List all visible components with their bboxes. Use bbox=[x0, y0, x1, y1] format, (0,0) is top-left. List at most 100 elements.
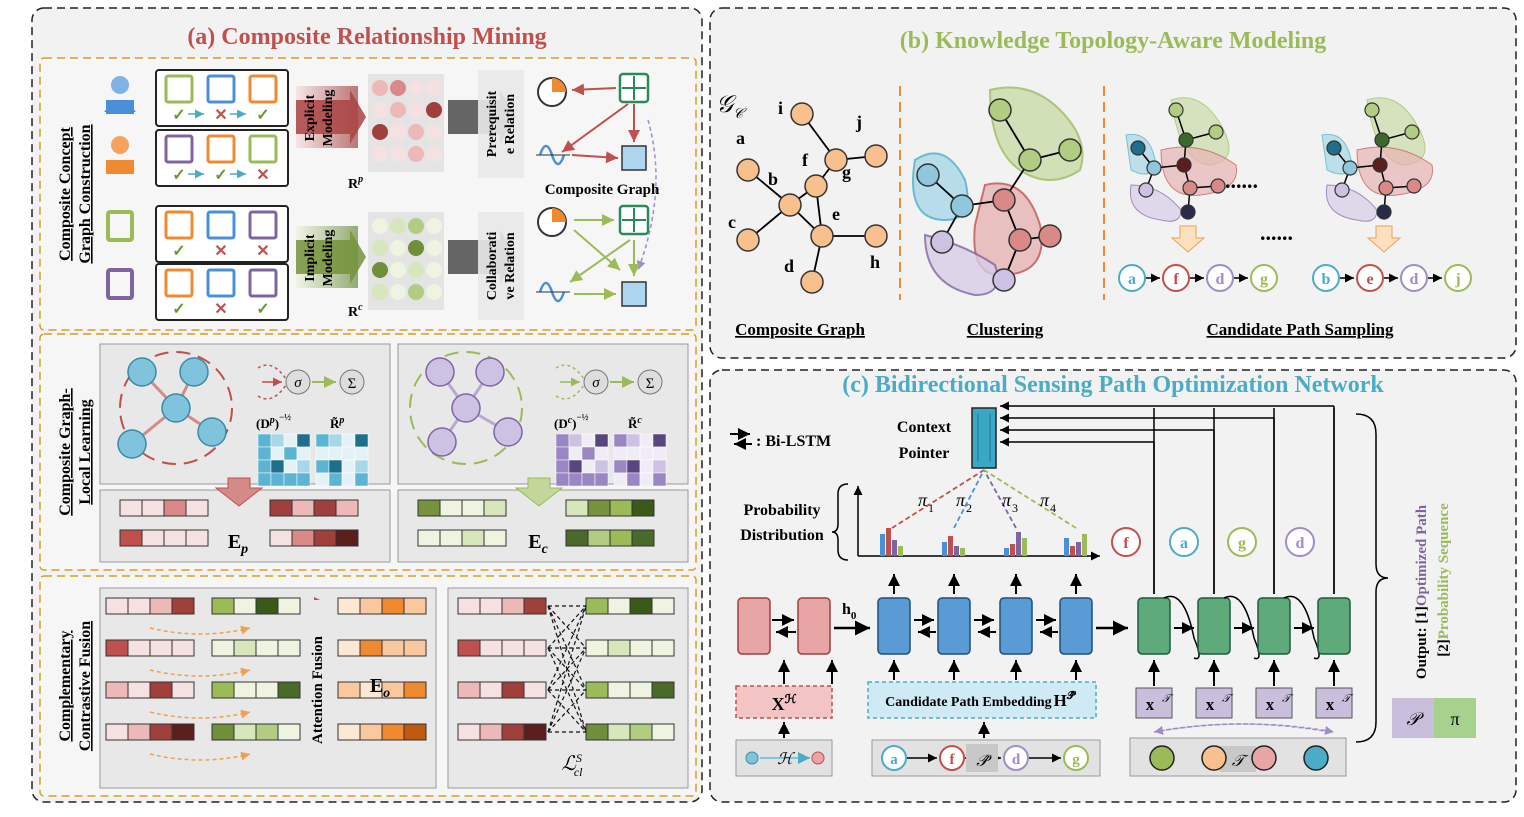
embedding-cell bbox=[439, 529, 463, 547]
embedding-cell bbox=[457, 597, 481, 615]
svg-text:Explicit: Explicit bbox=[303, 94, 318, 141]
embedding-cell bbox=[585, 597, 609, 615]
explicit-modeling-block: Explicit Modeling bbox=[296, 86, 366, 148]
embedding-cell bbox=[233, 597, 257, 615]
embedding-cell bbox=[337, 597, 361, 615]
heat-cell bbox=[626, 472, 641, 487]
graph-node-label: i bbox=[778, 98, 783, 118]
prob-bar bbox=[1022, 538, 1027, 556]
embedding-cell bbox=[277, 597, 301, 615]
embedding-cell bbox=[313, 499, 337, 517]
contrast-link bbox=[547, 605, 587, 649]
svg-text:Complementary: Complementary bbox=[57, 630, 74, 741]
path-node-label: b bbox=[1322, 271, 1331, 288]
book-icon-green bbox=[106, 210, 134, 242]
heatmap-rtilde-p bbox=[315, 433, 369, 487]
embedding-cell bbox=[403, 639, 427, 657]
svg-text:Composite Concept: Composite Concept bbox=[57, 126, 74, 260]
lstm-cell bbox=[797, 597, 831, 655]
sample-node bbox=[1138, 182, 1154, 198]
pointer-line bbox=[983, 469, 1077, 529]
sample-node bbox=[1208, 124, 1224, 140]
matrix-rp bbox=[368, 74, 444, 172]
student-icon-blue bbox=[104, 76, 136, 114]
heat-cell bbox=[639, 459, 654, 474]
embedding-cell bbox=[629, 639, 653, 657]
embedding-cell bbox=[171, 681, 195, 699]
svg-text:ℋ: ℋ bbox=[777, 751, 795, 768]
graph-node bbox=[800, 270, 824, 294]
candidate-node-label: a bbox=[890, 752, 898, 768]
graph-node bbox=[736, 228, 760, 252]
embedding-cell bbox=[105, 639, 129, 657]
mark-glyph: ✕ bbox=[214, 107, 227, 124]
contrast-link bbox=[547, 605, 587, 691]
t-nodes-box: 𝒯 bbox=[1129, 723, 1347, 777]
svg-text:Σ: Σ bbox=[348, 376, 357, 392]
heat-cell bbox=[341, 446, 356, 461]
sample-node bbox=[1374, 132, 1390, 148]
embedding-cell bbox=[585, 723, 609, 741]
prob-bar bbox=[942, 542, 947, 556]
prob-bar bbox=[960, 548, 965, 556]
embedding-cell bbox=[149, 723, 173, 741]
heat-cell bbox=[555, 459, 570, 474]
interaction-row bbox=[155, 205, 289, 263]
embedding-cell bbox=[607, 723, 631, 741]
sample-node bbox=[1168, 102, 1184, 118]
heat-cell bbox=[296, 472, 311, 487]
heat-cell bbox=[568, 459, 583, 474]
embedding-cell bbox=[609, 499, 633, 517]
output-brace bbox=[1355, 413, 1389, 743]
lstm-cell bbox=[1257, 597, 1291, 655]
matrix-cell bbox=[408, 102, 424, 118]
pi-subscript: 1 bbox=[928, 501, 934, 515]
contrast-arrow bbox=[149, 751, 251, 761]
down-arrow-c bbox=[514, 477, 564, 507]
mark-glyph: ✓ bbox=[172, 107, 185, 124]
decoder-feedback bbox=[1223, 595, 1260, 660]
lstm-cell bbox=[1059, 597, 1093, 655]
path-node-label: g bbox=[1260, 271, 1268, 288]
cluster-node bbox=[950, 194, 974, 218]
local-graph-p bbox=[117, 351, 233, 465]
graph-node bbox=[736, 158, 760, 182]
embedding-cell bbox=[607, 681, 631, 699]
embedding-cell bbox=[607, 639, 631, 657]
panel-a-title: (a) Composite Relationship Mining bbox=[187, 24, 546, 50]
embedding-cell bbox=[479, 681, 503, 699]
path-node-label: d bbox=[1410, 271, 1419, 288]
lstm-cell bbox=[999, 597, 1033, 655]
clustering-graph bbox=[912, 86, 1084, 297]
heat-cell bbox=[341, 472, 356, 487]
dp-label: (Dp)−½ bbox=[256, 412, 291, 431]
path-node bbox=[1400, 264, 1428, 292]
embedding-cell bbox=[403, 597, 427, 615]
embedding-cell bbox=[163, 529, 187, 547]
heat-cell bbox=[555, 472, 570, 487]
matrix-rc bbox=[368, 212, 444, 310]
heat-cell bbox=[270, 472, 285, 487]
embedding-cell bbox=[359, 597, 383, 615]
panel-b-title: (b) Knowledge Topology-Aware Modeling bbox=[900, 28, 1326, 54]
xt-label: x bbox=[1266, 695, 1275, 714]
embedding-cell bbox=[211, 723, 235, 741]
heatmap-rtilde-c bbox=[613, 433, 667, 487]
embedding-cell bbox=[587, 529, 611, 547]
cluster-node bbox=[992, 268, 1016, 292]
path-node bbox=[1118, 264, 1146, 292]
embedding-cell bbox=[523, 723, 547, 741]
heat-cell bbox=[283, 472, 298, 487]
lstm-cell bbox=[877, 597, 911, 655]
dc-label: (Dc)−½ bbox=[554, 412, 589, 431]
svg-text:Modeling: Modeling bbox=[321, 90, 336, 147]
embedding-cell bbox=[337, 723, 361, 741]
graph-node bbox=[824, 148, 848, 172]
matrix-cell bbox=[426, 102, 442, 118]
output-pi-box bbox=[1434, 698, 1476, 738]
item-icon bbox=[248, 134, 278, 164]
heatmap-dc bbox=[555, 433, 609, 487]
sample-node bbox=[1406, 178, 1422, 194]
